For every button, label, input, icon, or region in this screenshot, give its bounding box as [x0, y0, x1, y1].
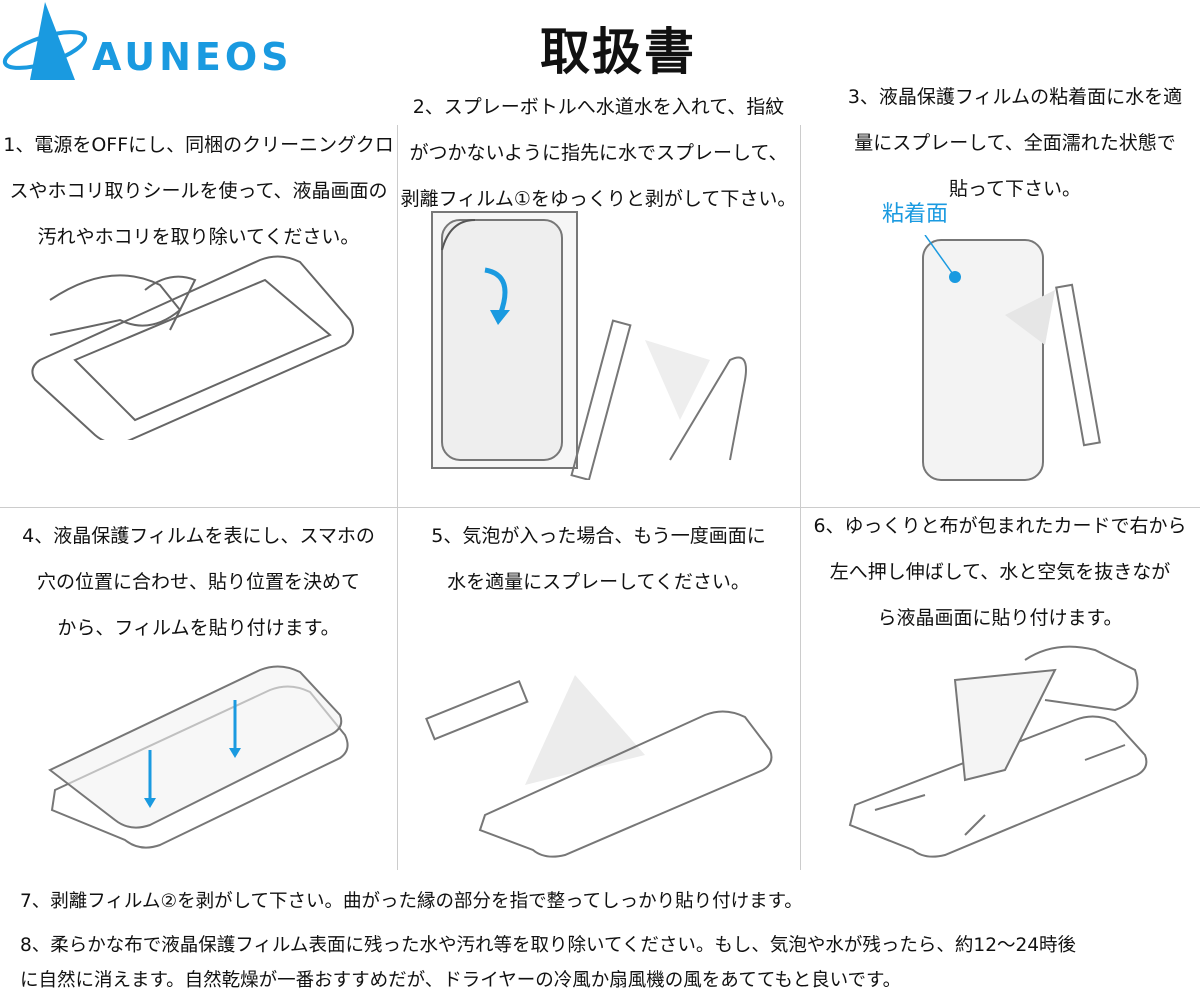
- line: 3、液晶保護フィルムの粘着面に水を適: [847, 86, 1183, 108]
- step-7-text: 7、剥離フィルム②を剥がして下さい。曲がった縁の部分を指で整ってしっかり貼り付け…: [20, 891, 803, 912]
- line: 剥離フィルム①をゆっくりと剥がして下さい。: [400, 188, 797, 210]
- line: 穴の位置に合わせ、貼り位置を決めて: [36, 571, 360, 593]
- step-2-text: 2、スプレーボトルへ水道水を入れて、指紋 がつかないように指先に水でスプレーして…: [397, 84, 800, 222]
- line: 4、液晶保護フィルムを表にし、スマホの: [22, 525, 375, 547]
- line: ら液晶画面に貼り付けます。: [877, 607, 1123, 629]
- squeegee-card-illustration: [848, 645, 1148, 858]
- line: 汚れやホコリを取り除いてください。: [37, 226, 360, 248]
- line: スやホコリ取りシールを使って、液晶画面の: [9, 180, 388, 202]
- step-4-text: 4、液晶保護フィルムを表にし、スマホの 穴の位置に合わせ、貼り位置を決めて から…: [0, 513, 397, 651]
- auneos-logo: AUNEOS: [2, 2, 293, 80]
- svg-text:AUNEOS: AUNEOS: [92, 35, 293, 79]
- step-5-text: 5、気泡が入った場合、もう一度画面に 水を適量にスプレーしてください。: [397, 513, 800, 605]
- line: 5、気泡が入った場合、もう一度画面に: [431, 525, 766, 547]
- line: 水を適量にスプレーしてください。: [447, 571, 750, 593]
- peel-film-illustration: [431, 211, 747, 480]
- step-8-text-line-1: 8、柔らかな布で液晶保護フィルム表面に残った水や汚れ等を取り除いてください。もし…: [20, 935, 1077, 956]
- divider: [0, 507, 1200, 508]
- line: から、フィルムを貼り付けます。: [57, 617, 340, 639]
- page-title: 取扱書: [540, 23, 696, 81]
- phone-wipe-illustration: [31, 255, 355, 440]
- divider: [397, 125, 398, 870]
- step-1-text: 1、電源をOFFにし、同梱のクリーニングクロ スやホコリ取りシールを使って、液晶…: [0, 122, 397, 260]
- line: 6、ゆっくりと布が包まれたカードで右から: [813, 515, 1187, 537]
- adhesive-side-label: 粘着面: [882, 202, 949, 227]
- align-film-illustration: [48, 665, 349, 849]
- re-spray-illustration: [425, 675, 773, 858]
- line: 量にスプレーして、全面濡れた状態で: [854, 132, 1176, 154]
- line: 1、電源をOFFにし、同梱のクリーニングクロ: [3, 134, 394, 156]
- line: 2、スプレーボトルへ水道水を入れて、指紋: [412, 96, 785, 118]
- step-6-text: 6、ゆっくりと布が包まれたカードで右から 左へ押し伸ばして、水と空気を抜きなが …: [800, 503, 1200, 641]
- divider: [800, 125, 801, 870]
- line: 貼って下さい。: [948, 178, 1082, 200]
- line: がつかないように指先に水でスプレーして、: [409, 142, 788, 164]
- line: 左へ押し伸ばして、水と空気を抜きなが: [829, 561, 1171, 583]
- step-3-text: 3、液晶保護フィルムの粘着面に水を適 量にスプレーして、全面濡れた状態で 貼って…: [800, 74, 1200, 212]
- spray-adhesive-illustration: [922, 235, 1101, 481]
- step-8-text-line-2: に自然に消えます。自然乾燥が一番おすすめだが、ドライヤーの冷風か扇風機の風をあて…: [20, 970, 902, 991]
